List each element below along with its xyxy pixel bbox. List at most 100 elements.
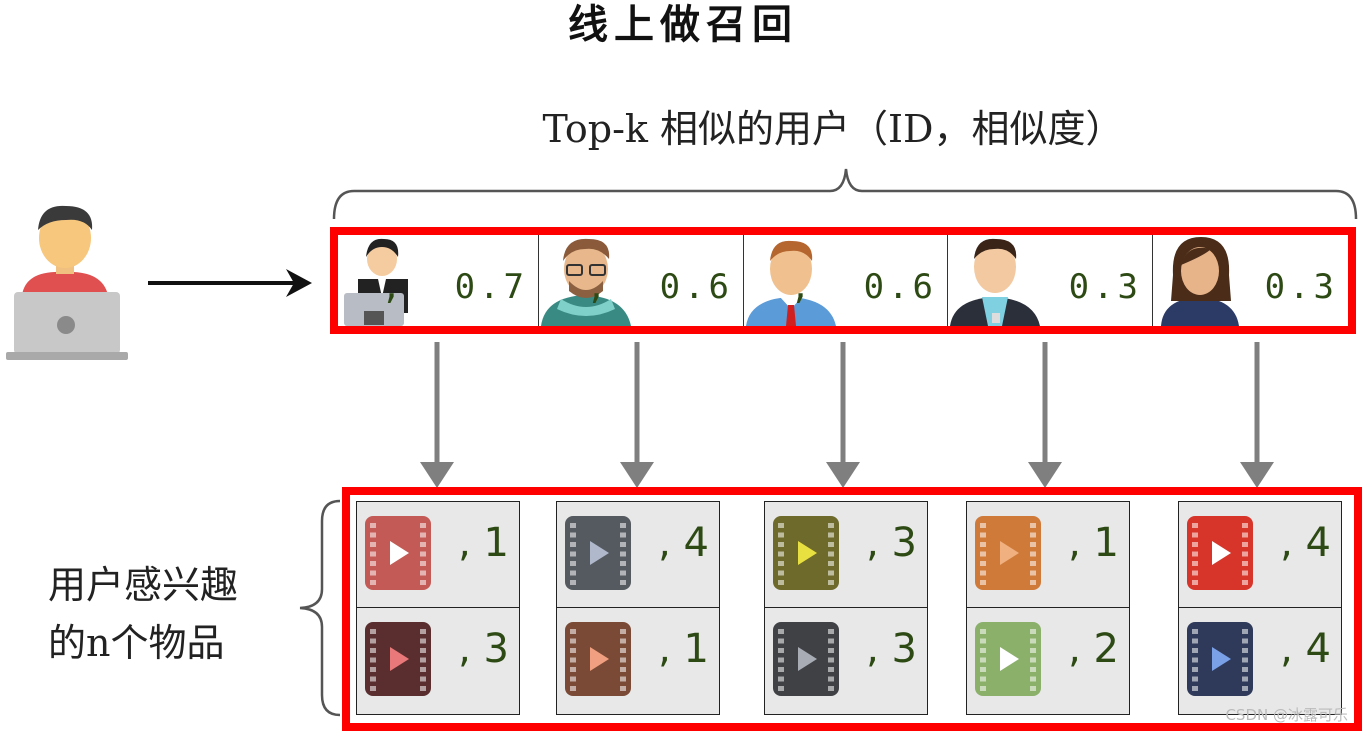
film-hole (778, 551, 784, 557)
item-entry[interactable]: , 2 (967, 608, 1129, 714)
film-hole (1192, 532, 1198, 538)
similar-users-row: , 0.7 , 0.6 , 0.6 (330, 227, 1356, 334)
avatar-laptop-mark (364, 311, 384, 325)
film-hole (1192, 580, 1198, 585)
film-hole (778, 542, 784, 547)
item-rating: , 3 (458, 626, 509, 672)
avatar-collar (378, 279, 386, 297)
avatar-shirt (982, 297, 1008, 326)
film-hole (620, 629, 626, 634)
left-brace-path (299, 499, 341, 717)
film-hole (1242, 561, 1248, 566)
film-hole (1192, 676, 1198, 682)
arrow-head (1240, 462, 1274, 488)
film-hole (980, 551, 986, 557)
film-hole (570, 657, 576, 663)
left-brace (299, 499, 341, 717)
film-hole (1242, 542, 1248, 547)
similar-user-cell[interactable]: , 0.6 (744, 235, 948, 326)
film-hole (1030, 667, 1036, 672)
user-items-column: , 1, 2 (966, 501, 1130, 715)
item-entry[interactable]: , 4 (1179, 502, 1341, 608)
item-entry[interactable]: , 3 (765, 502, 927, 608)
avatar-beard (569, 281, 603, 298)
film-hole (1030, 570, 1036, 576)
film-hole (778, 580, 784, 585)
film-hole (620, 561, 626, 566)
film-hole (570, 648, 576, 653)
film-hole (370, 648, 376, 653)
film-hole (1030, 686, 1036, 691)
film-hole (420, 638, 426, 644)
film-hole (778, 638, 784, 644)
film-hole (1242, 629, 1248, 634)
film-hole (570, 523, 576, 528)
film-hole (980, 648, 986, 653)
film-hole (778, 629, 784, 634)
film-hole (370, 561, 376, 566)
avatar-laptop (344, 293, 404, 326)
video-file-icon (773, 622, 839, 696)
play-triangle (1000, 647, 1019, 671)
film-hole (370, 638, 376, 644)
item-entry[interactable]: , 1 (967, 502, 1129, 608)
film-hole (980, 638, 986, 644)
video-file-icon (975, 622, 1041, 696)
film-hole (620, 648, 626, 653)
avatar-hair (770, 240, 813, 261)
similar-user-cell[interactable]: , 0.6 (539, 235, 744, 326)
interested-items-label-line-1: 用户感兴趣 (48, 563, 239, 607)
interested-items-label-line-2: 的n个物品 (48, 621, 225, 665)
avatar-hair (366, 238, 399, 257)
film-hole (778, 686, 784, 691)
avatar-face (564, 243, 608, 295)
user-items-column: , 4, 4 (1178, 501, 1342, 715)
film-hole (370, 686, 376, 691)
similar-user-cell[interactable]: 0.3 (948, 235, 1153, 326)
film-hole (1030, 561, 1036, 566)
similar-user-cell[interactable]: , 0.7 (338, 235, 539, 326)
item-entry[interactable]: , 1 (557, 608, 719, 714)
arrow-head (420, 462, 454, 488)
similar-user-cell[interactable]: 0.3 (1153, 235, 1348, 326)
play-triangle (1212, 541, 1231, 565)
avatar-badge (992, 313, 1000, 323)
avatar-glasses-right (589, 264, 606, 276)
film-hole (980, 686, 986, 691)
item-entry[interactable]: , 4 (1179, 608, 1341, 714)
video-file-icon (365, 516, 431, 590)
item-entry[interactable]: , 3 (357, 608, 519, 714)
film-hole (1192, 638, 1198, 644)
query-arrow-head (286, 269, 312, 297)
arrow-head (1028, 462, 1062, 488)
film-hole (570, 686, 576, 691)
item-entry[interactable]: , 3 (765, 608, 927, 714)
similarity-value: 0.3 (1068, 267, 1142, 307)
film-hole (1030, 580, 1036, 585)
item-entry[interactable]: , 4 (557, 502, 719, 608)
video-file-icon (565, 622, 631, 696)
film-hole (420, 561, 426, 566)
film-hole (570, 542, 576, 547)
avatar-collar (780, 297, 802, 309)
film-hole (778, 561, 784, 566)
query-user-icon (6, 205, 128, 360)
arrow-head (620, 462, 654, 488)
item-entry[interactable]: , 1 (357, 502, 519, 608)
film-hole (1242, 570, 1248, 576)
film-hole (370, 523, 376, 528)
film-hole (570, 667, 576, 672)
user-items-column: , 1, 3 (356, 501, 520, 715)
film-hole (620, 638, 626, 644)
item-rating: , 4 (1280, 626, 1331, 672)
play-triangle (590, 647, 609, 671)
similarity-value: 0.3 (1264, 267, 1338, 307)
avatar-top (1161, 297, 1239, 326)
interested-items-label: 用户感兴趣 的n个物品 (48, 556, 308, 672)
film-hole (570, 580, 576, 585)
film-hole (1242, 657, 1248, 663)
film-hole (1192, 542, 1198, 547)
avatar-fringe (1181, 247, 1211, 265)
film-hole (570, 532, 576, 538)
lanyard-man-icon (950, 238, 1040, 326)
